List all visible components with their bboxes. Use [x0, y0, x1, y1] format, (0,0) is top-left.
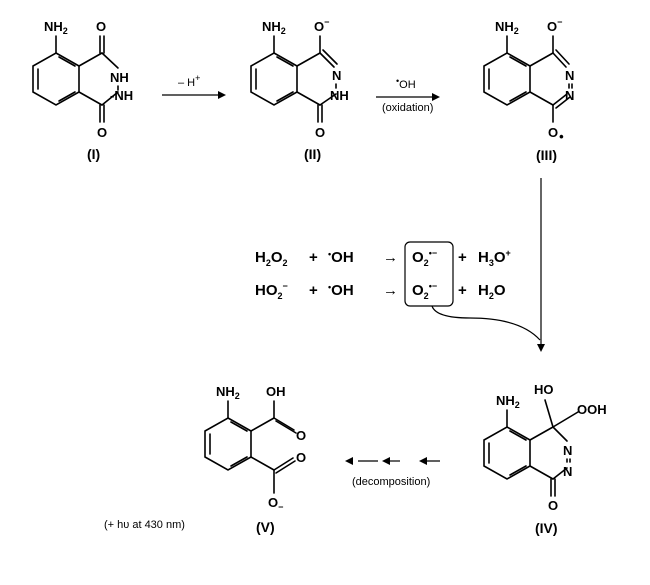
arrow-step1-label: – H+	[178, 73, 200, 89]
emission-note: (+ hυ at 430 nm)	[104, 519, 185, 531]
I-label: (I)	[87, 146, 100, 162]
I-nh2: NH2	[44, 19, 68, 36]
II-nh: NH	[330, 88, 349, 103]
IV-ho: HO	[534, 382, 554, 397]
eq2-oh: •OH	[328, 282, 354, 299]
eq2-superoxide: O2•−	[412, 281, 437, 301]
arrow-down-to-IV	[537, 178, 545, 352]
eq2-plus2: +	[458, 282, 467, 299]
compound-III: NH2 O− N N O• (III)	[483, 17, 574, 163]
I-nh-2: -NH	[110, 88, 133, 103]
eq1-h3o: H3O+	[478, 248, 511, 268]
II-o-bottom: O	[315, 125, 325, 140]
eq1-arrow: →	[383, 249, 398, 266]
II-nh2: NH2	[262, 19, 286, 36]
superoxide-connector	[431, 305, 541, 341]
V-o1: O	[296, 428, 306, 443]
compound-II: NH2 O− N NH O (II)	[250, 17, 349, 162]
II-n: N	[332, 68, 341, 83]
arrow-step4-label: (decomposition)	[352, 476, 430, 488]
eq2-arrow: →	[383, 282, 398, 299]
eq2-ho2: HO2−	[255, 281, 288, 301]
IV-label: (IV)	[535, 520, 558, 536]
I-o-bottom: O	[97, 125, 107, 140]
IV-n1: N	[563, 443, 572, 458]
I-o-top: O	[96, 19, 106, 34]
V-nh2: NH2	[216, 384, 240, 401]
V-oh: OH	[266, 384, 286, 399]
superoxide-box	[404, 241, 454, 307]
V-o2: O	[296, 450, 306, 465]
eq1-oh: •OH	[328, 249, 354, 266]
arrow-step2-bottom: (oxidation)	[382, 102, 433, 114]
III-n2: N	[565, 88, 574, 103]
arrow-decomposition: (decomposition)	[345, 457, 440, 488]
equation-1: H2O2 + •OH → O2•− + H3O+	[255, 248, 511, 268]
arrow-deprotonation: – H+	[162, 73, 226, 99]
IV-nh2: NH2	[496, 393, 520, 410]
III-n1: N	[565, 68, 574, 83]
eq1-plus1: +	[309, 249, 318, 266]
III-nh2: NH2	[495, 19, 519, 36]
eq1-superoxide: O2•−	[412, 248, 437, 268]
arrow-step2-top: •OH	[396, 76, 416, 91]
eq2-plus1: +	[309, 282, 318, 299]
V-label: (V)	[256, 519, 275, 535]
III-label: (III)	[536, 147, 557, 163]
I-nh-1: NH	[110, 70, 129, 85]
III-o-radical: O•	[548, 125, 564, 144]
compound-IV: NH2 HO OOH N N O (IV)	[483, 382, 607, 536]
eq2-h2o: H2O	[478, 282, 506, 301]
II-label: (II)	[304, 146, 321, 162]
compound-I: NH2 O NH -NH O (I)	[32, 19, 133, 162]
II-o-minus: O−	[314, 17, 329, 34]
eq1-h2o2: H2O2	[255, 249, 288, 268]
arrow-oxidation: •OH (oxidation)	[376, 76, 440, 114]
IV-n2: N	[563, 464, 572, 479]
III-o-minus: O−	[547, 17, 562, 34]
IV-o-bottom: O	[548, 498, 558, 513]
compound-V: NH2 OH O O O− (V)	[204, 384, 306, 535]
equation-2: HO2− + •OH → O2•− + H2O	[255, 281, 506, 301]
eq1-plus2: +	[458, 249, 467, 266]
V-o-minus: O−	[268, 495, 283, 512]
IV-ooh: OOH	[577, 402, 607, 417]
